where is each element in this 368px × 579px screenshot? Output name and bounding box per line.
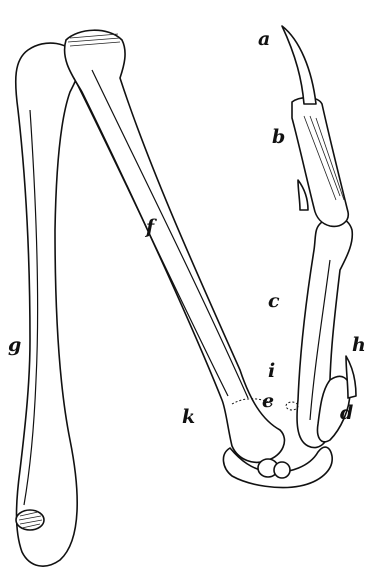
label-d: d	[340, 404, 353, 423]
label-k: k	[182, 408, 195, 427]
label-a: a	[258, 30, 270, 49]
claw-a	[282, 26, 316, 104]
label-i: i	[268, 362, 275, 381]
label-b: b	[272, 128, 285, 147]
hook-h	[346, 356, 356, 398]
bone-g	[16, 43, 80, 566]
label-c: c	[268, 292, 280, 311]
label-e: e	[262, 392, 274, 411]
bone-f	[65, 30, 285, 462]
label-h: h	[352, 336, 366, 355]
label-f: f	[146, 218, 154, 237]
label-g: g	[8, 336, 21, 355]
